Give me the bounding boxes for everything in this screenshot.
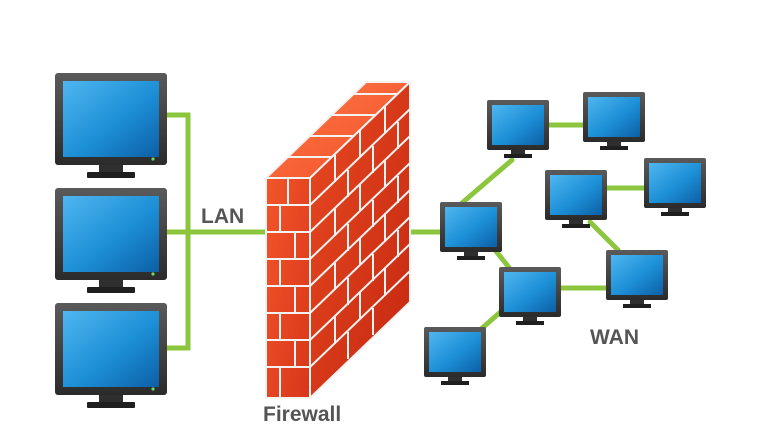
wan-monitor-5 — [440, 202, 502, 260]
wan-monitor-8 — [424, 327, 486, 385]
lan-label: LAN — [201, 205, 245, 228]
wan-monitor-7 — [499, 267, 561, 325]
firewall-wall — [263, 79, 413, 401]
wan-monitor-1 — [487, 100, 549, 158]
wan-monitor-2 — [583, 92, 645, 150]
wan-link — [587, 219, 621, 253]
lan-links — [165, 112, 268, 351]
lan-monitor-3 — [55, 303, 167, 408]
wan-monitor-3 — [545, 170, 607, 228]
lan-monitor-2 — [55, 188, 167, 293]
wan-link — [459, 157, 515, 206]
wan-label: WAN — [590, 326, 639, 349]
wan-monitor-4 — [644, 158, 706, 216]
firewall-label: Firewall — [263, 403, 342, 426]
firewall-front — [265, 177, 311, 399]
wan-monitor-6 — [606, 250, 668, 308]
lan-monitor-1 — [55, 73, 167, 178]
